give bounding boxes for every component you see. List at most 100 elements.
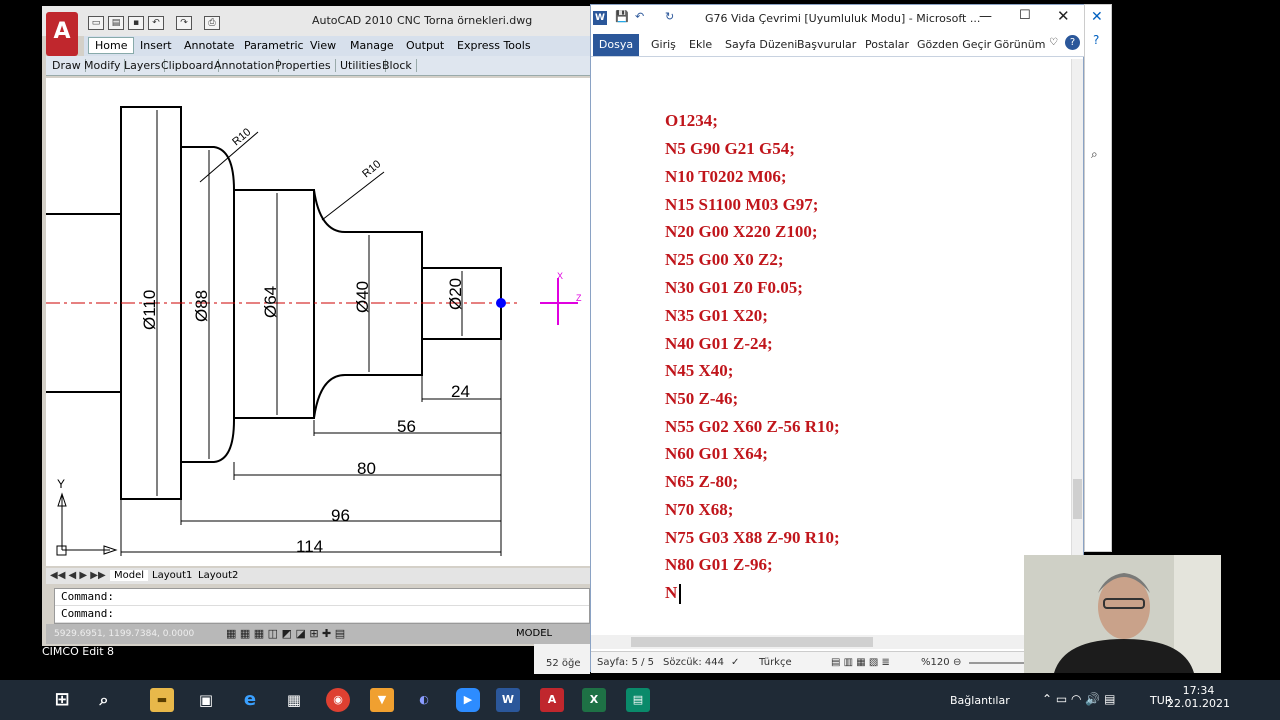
document-page[interactable]: O1234; N5 G90 G21 G54; N10 T0202 M06; N1… (593, 59, 1071, 635)
ucs-origin-marker-icon (540, 278, 578, 325)
tab-insert[interactable]: Insert (140, 39, 172, 52)
item-count: 52 öğe (546, 658, 581, 669)
word-app-icon[interactable]: W (593, 11, 607, 25)
explorer-search-icon[interactable]: ⌕ (1091, 147, 1098, 161)
dim-24: 24 (451, 382, 470, 401)
edge-browser-icon[interactable]: e (243, 689, 257, 710)
autocad-taskbar-icon[interactable]: A (540, 688, 564, 712)
explorer-close-icon[interactable]: ✕ (1091, 9, 1103, 25)
zoom-app-icon[interactable]: ▶ (456, 688, 480, 712)
input-language[interactable]: TUR (1150, 694, 1173, 707)
status-coordinates: 5929.6951, 1199.7384, 0.0000 (54, 629, 195, 639)
status-page[interactable]: Sayfa: 5 / 5 (597, 657, 655, 668)
panel-modify[interactable]: Modify (84, 59, 126, 72)
tab-view[interactable]: View (310, 39, 337, 52)
panel-draw[interactable]: Draw (52, 59, 86, 72)
tab-express-tools[interactable]: Express Tools (457, 39, 531, 52)
command-input-line[interactable]: Command: (55, 606, 589, 623)
autocad-logo-icon[interactable]: A (46, 12, 78, 56)
word-repeat-icon[interactable]: ↻ (665, 10, 675, 23)
help-icon[interactable]: ? (1065, 35, 1080, 50)
panel-annotation[interactable]: Annotation (214, 59, 280, 72)
save-icon[interactable]: ▪ (128, 16, 144, 30)
ribbon-collapse-icon[interactable]: ♡ (1049, 37, 1058, 48)
panel-properties[interactable]: Properties (275, 59, 336, 72)
word-save-icon[interactable]: 💾 (615, 10, 629, 23)
tab-home[interactable]: Home (88, 37, 135, 54)
status-zoom[interactable]: %120 (921, 657, 950, 668)
panel-utilities[interactable]: Utilities (340, 59, 387, 72)
status-word-count[interactable]: Sözcük: 444 (663, 657, 724, 668)
panel-block[interactable]: Block (382, 59, 417, 72)
autocad-ribbon-tabs: Home Insert Annotate Parametric View Man… (84, 36, 590, 56)
open-file-icon[interactable]: ▤ (108, 16, 124, 30)
clock[interactable]: 17:34 22.01.2021 (1167, 684, 1230, 710)
horizontal-scrollbar[interactable] (591, 635, 1071, 649)
command-line[interactable]: Command: Command: (54, 588, 590, 624)
tab-giris[interactable]: Giriş (651, 38, 676, 51)
layout-tab-model[interactable]: Model (110, 570, 149, 581)
background-window: ✕ ? ⌕ (1084, 4, 1112, 552)
vertical-scroll-thumb[interactable] (1073, 479, 1082, 519)
panel-layers[interactable]: Layers (124, 59, 166, 72)
file-explorer-icon[interactable]: ▬ (150, 688, 174, 712)
drawing-canvas[interactable]: Ø110 Ø88 Ø64 Ø40 Ø20 R10 R10 (46, 78, 590, 566)
zoom-slider[interactable] (969, 662, 1049, 664)
word-close-icon[interactable]: ✕ (1057, 7, 1070, 25)
status-model-button[interactable]: MODEL (516, 628, 553, 639)
word-minimize-icon[interactable]: — (979, 9, 992, 24)
cnc-line-7: N35 G01 X20; (665, 306, 768, 325)
tab-gozden-gecir[interactable]: Gözden Geçir (917, 38, 992, 51)
network-label[interactable]: Bağlantılar (950, 694, 1010, 707)
cnc-line-2: N10 T0202 M06; (665, 167, 787, 186)
tab-annotate[interactable]: Annotate (184, 39, 235, 52)
tab-dosya[interactable]: Dosya (593, 34, 639, 56)
word-undo-icon[interactable]: ↶ (635, 10, 645, 23)
layout-tab-layout1[interactable]: Layout1 (152, 570, 193, 581)
cnc-line-17: N (665, 583, 678, 602)
text-caret (679, 584, 681, 604)
calculator-icon[interactable]: ▦ (286, 691, 302, 709)
tab-output[interactable]: Output (406, 39, 445, 52)
store-icon[interactable]: ▣ (198, 691, 214, 709)
word-taskbar-icon[interactable]: W (496, 688, 520, 712)
zoom-out-icon[interactable]: ⊖ (953, 657, 962, 668)
search-icon[interactable]: ⌕ (99, 690, 109, 709)
new-file-icon[interactable]: ▭ (88, 16, 104, 30)
pdf-reader-icon[interactable]: ▼ (370, 688, 394, 712)
layout-tab-layout2[interactable]: Layout2 (198, 570, 239, 581)
spellcheck-icon[interactable]: ✓ (731, 657, 740, 668)
system-tray-icons[interactable]: ⌃ ▭ ◠ 🔊 ▤ (1042, 692, 1116, 706)
tab-gorunum[interactable]: Görünüm (994, 38, 1046, 51)
cnc-line-11: N55 G02 X60 Z-56 R10; (665, 417, 840, 436)
tab-postalar[interactable]: Postalar (865, 38, 910, 51)
cimco-taskbar-icon[interactable]: ▤ (626, 688, 650, 712)
start-menu-icon[interactable]: ⊞ (54, 689, 70, 710)
cimco-window-label[interactable]: CIMCO Edit 8 (42, 645, 115, 658)
tab-ekle[interactable]: Ekle (689, 38, 713, 51)
file-explorer-status: 52 öğe (534, 644, 590, 674)
explorer-help-icon[interactable]: ? (1093, 33, 1100, 47)
excel-taskbar-icon[interactable]: X (582, 688, 606, 712)
drafting-toggles-icon[interactable]: ▦ ▦ ▦ ◫ ◩ ◪ ⊞ ✚ ▤ (226, 627, 346, 640)
tab-manage[interactable]: Manage (350, 39, 394, 52)
word-window: W 💾 ↶ ↻ G76 Vida Çevrimi [Uyumluluk Modu… (590, 4, 1085, 673)
print-icon[interactable]: ⎙ (204, 16, 220, 30)
redo-icon[interactable]: ↷ (176, 16, 192, 30)
view-modes-icon[interactable]: ▤ ▥ ▦ ▧ ≣ (831, 657, 890, 668)
layout-nav-icon[interactable]: ◀◀ ◀ ▶ ▶▶ (50, 570, 106, 581)
presenter-video (1024, 555, 1221, 673)
tab-basvurular[interactable]: Başvurular (797, 38, 857, 51)
horizontal-scroll-thumb[interactable] (631, 637, 873, 647)
word-maximize-icon[interactable]: ☐ (1019, 8, 1031, 23)
panel-clipboard[interactable]: Clipboard (161, 59, 219, 72)
dim-80: 80 (357, 459, 376, 478)
undo-icon[interactable]: ↶ (148, 16, 164, 30)
status-language[interactable]: Türkçe (759, 657, 792, 668)
part-origin-point (496, 298, 506, 308)
tab-parametric[interactable]: Parametric (244, 39, 304, 52)
tab-sayfa-duzeni[interactable]: Sayfa Düzeni (725, 38, 798, 51)
discord-icon[interactable]: ◐ (419, 693, 429, 706)
chrome-icon[interactable]: ◉ (326, 688, 350, 712)
vertical-scrollbar[interactable] (1071, 59, 1083, 635)
